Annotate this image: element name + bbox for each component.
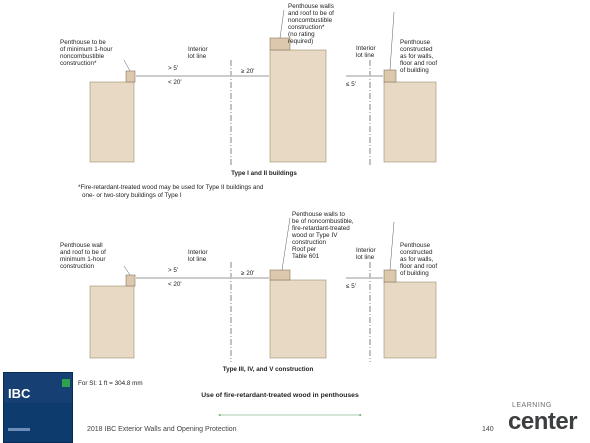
bottom-right-penthouse-label: Penthouse constructed as for walls, floo… xyxy=(400,242,439,277)
code-figure: Penthouse to be of minimum 1-hour noncom… xyxy=(50,0,480,410)
learning-center-logo: LEARNING center xyxy=(508,402,588,442)
left-building xyxy=(89,81,135,163)
bottom-caption: Type III, IV, and V construction xyxy=(223,366,314,373)
bottom-center-building xyxy=(269,279,327,359)
top-right-penthouse-label: Penthouse constructed as for walls, floo… xyxy=(400,39,439,74)
right-building xyxy=(383,81,437,163)
top-dim-le5: ≤ 5' xyxy=(346,81,356,88)
brand-small-word: LEARNING xyxy=(512,402,552,409)
bottom-interior-lot-line-right-label: Interior lot line xyxy=(356,247,377,261)
figure-title: Use of fire-retardant-treated wood in pe… xyxy=(201,392,359,399)
bottom-interior-lot-line-left-label: Interior lot line xyxy=(188,249,209,263)
bottom-dim-gt5: > 5' xyxy=(168,267,178,274)
right-penthouse-box xyxy=(383,69,397,83)
book-cover-accent xyxy=(62,379,70,387)
page-number: 140 xyxy=(482,426,494,433)
book-cover-band xyxy=(4,373,72,403)
top-interior-lot-line-right-label: Interior lot line xyxy=(356,45,377,59)
bottom-right-building xyxy=(383,281,437,359)
bottom-dim-le5: ≤ 5' xyxy=(346,283,356,290)
top-caption: Type I and II buildings xyxy=(231,170,297,177)
top-interior-lot-line-left-label: Interior lot line xyxy=(188,46,209,60)
leader-right xyxy=(389,11,395,71)
bottom-leader-left xyxy=(123,265,131,276)
top-diagram: Penthouse to be of minimum 1-hour noncom… xyxy=(60,3,439,199)
left-penthouse-box xyxy=(125,70,136,83)
top-center-penthouse-label: Penthouse walls and roof to be of noncom… xyxy=(288,3,336,45)
top-dim-lt20: < 20' xyxy=(168,79,182,86)
bottom-leader-center xyxy=(281,217,291,271)
bottom-dim-lt20: < 20' xyxy=(168,281,182,288)
leader-left xyxy=(123,59,131,72)
figure-svg: Penthouse to be of minimum 1-hour noncom… xyxy=(60,3,439,399)
si-note: For SI: 1 ft = 304.8 mm xyxy=(78,380,143,387)
top-dim-ge20: ≥ 20' xyxy=(241,68,254,75)
footer-divider-arrow xyxy=(218,414,362,416)
brand-big-word: center xyxy=(508,408,578,435)
bottom-leader-right xyxy=(389,221,395,271)
ibc-logo: IBC xyxy=(8,386,31,401)
top-left-penthouse-label: Penthouse to be of minimum 1-hour noncom… xyxy=(60,39,114,67)
center-building xyxy=(269,49,327,163)
center-penthouse-box xyxy=(269,37,291,51)
top-footnote: *Fire-retardant-treated wood may be used… xyxy=(78,184,265,199)
divider-arrowhead-left xyxy=(218,414,221,416)
divider-arrowhead-right xyxy=(359,414,362,416)
bottom-left-penthouse-box xyxy=(125,274,136,287)
bottom-center-penthouse-label: Penthouse walls to be of noncombustible,… xyxy=(291,211,355,260)
bottom-left-penthouse-label: Penthouse wall and roof to be of minimum… xyxy=(60,242,108,270)
course-title: 2018 IBC Exterior Walls and Opening Prot… xyxy=(87,426,237,433)
bottom-diagram: Penthouse wall and roof to be of minimum… xyxy=(60,211,439,399)
top-dim-gt5: > 5' xyxy=(168,65,178,72)
bottom-dim-ge20: ≥ 20' xyxy=(241,270,254,277)
bottom-right-penthouse-box xyxy=(383,269,397,283)
bottom-center-penthouse-box xyxy=(269,269,291,281)
ibc-book-cover-image: IBC xyxy=(3,372,73,443)
leader-center xyxy=(279,9,285,39)
book-cover-text-bar xyxy=(8,428,30,431)
bottom-left-building xyxy=(89,285,135,359)
